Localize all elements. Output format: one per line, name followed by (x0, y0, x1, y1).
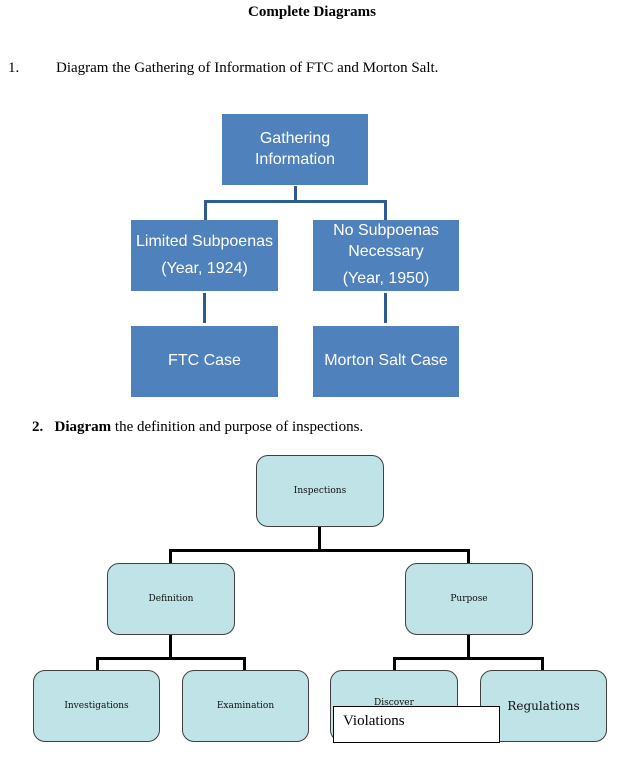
connector (169, 635, 172, 659)
node-definition: Definition (107, 563, 235, 635)
connector (204, 200, 387, 203)
connector (467, 549, 470, 563)
question-1-text: Diagram the Gathering of Information of … (56, 60, 439, 76)
node-gathering-information: Gathering Information (222, 114, 368, 185)
connector (203, 293, 206, 323)
node-limited-subpoenas: Limited Subpoenas (Year, 1924) (131, 220, 278, 291)
node-investigations: Investigations (33, 670, 160, 742)
node-no-subpoenas-necessary: No Subpoenas Necessary (Year, 1950) (313, 220, 459, 291)
node-morton-salt-case: Morton Salt Case (313, 326, 459, 397)
node-label: Examination (216, 701, 275, 711)
connector (294, 186, 297, 201)
node-label: Necessary (348, 243, 424, 261)
connector (318, 527, 321, 550)
question-2-number: 2. (32, 419, 44, 435)
node-label: Inspections (293, 486, 347, 496)
connector (96, 657, 246, 660)
connector (393, 657, 396, 670)
connector (393, 657, 544, 660)
node-label: Investigations (64, 701, 129, 711)
node-label: Morton Salt Case (324, 352, 448, 370)
connector (169, 549, 470, 552)
node-label: Regulations (507, 699, 580, 713)
connector (243, 657, 246, 670)
connector (204, 200, 207, 220)
question-2-text: the definition and purpose of inspection… (111, 419, 364, 435)
node-ftc-case: FTC Case (131, 326, 278, 397)
node-label: Purpose (450, 594, 488, 604)
question-1-number: 1. (8, 60, 20, 76)
connector (169, 549, 172, 563)
connector (384, 293, 387, 323)
violations-text-box: Violations (333, 706, 500, 743)
node-label: Gathering (259, 129, 331, 147)
node-label-discover: Discover (374, 698, 414, 706)
connector (541, 657, 544, 670)
node-label: Limited Subpoenas (136, 232, 273, 250)
connector (96, 657, 99, 670)
node-examination: Examination (182, 670, 309, 742)
node-inspections: Inspections (256, 455, 384, 527)
node-label: Definition (148, 594, 194, 604)
node-label: (Year, 1950) (342, 269, 430, 287)
node-label: Information (254, 150, 336, 168)
node-label: FTC Case (168, 352, 241, 370)
question-2: 2. Diagram the definition and purpose of… (32, 419, 363, 436)
node-label: (Year, 1924) (161, 259, 248, 277)
connector (384, 200, 387, 220)
connector (467, 635, 470, 659)
node-label: No Subpoenas (333, 222, 439, 240)
document-title: Complete Diagrams (248, 4, 376, 20)
node-purpose: Purpose (405, 563, 533, 635)
question-2-bold: Diagram (54, 419, 112, 435)
